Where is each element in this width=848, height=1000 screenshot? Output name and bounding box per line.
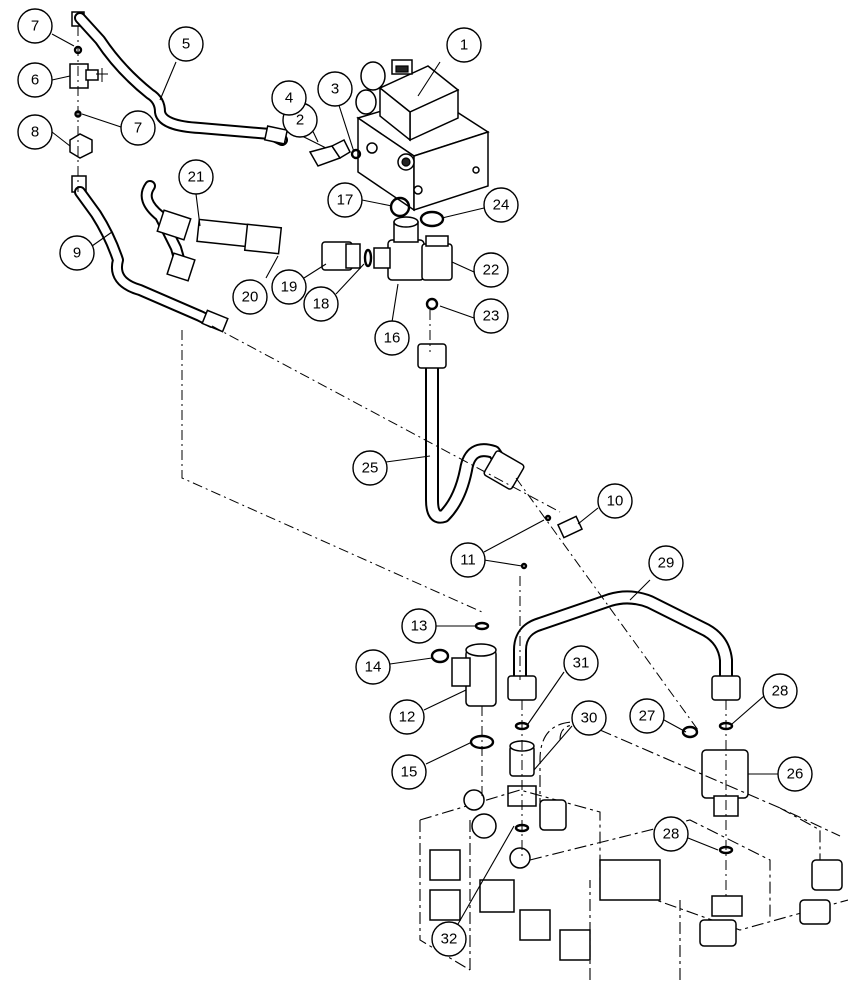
callout-label-13: 13	[411, 618, 428, 635]
callout-label-8: 8	[31, 124, 39, 141]
callout-label-14: 14	[365, 659, 382, 676]
elbow-fitting-12	[430, 621, 497, 750]
callout-label-31: 31	[573, 655, 590, 672]
callout-26: 26	[777, 756, 813, 792]
callout-label-25: 25	[362, 460, 379, 477]
callout-label-23: 23	[483, 308, 500, 325]
callout-label-10: 10	[607, 493, 624, 510]
tube-25	[417, 343, 584, 570]
callout-30: 30	[571, 700, 607, 736]
callout-25: 25	[352, 450, 388, 486]
callout-27: 27	[629, 698, 665, 734]
callout-19: 19	[271, 269, 307, 305]
elbow-fitting-2	[308, 138, 362, 167]
callout-label-21: 21	[188, 169, 205, 186]
callout-20: 20	[232, 279, 268, 315]
callout-label-15: 15	[401, 764, 418, 781]
callout-label-28b: 28	[663, 826, 680, 843]
callout-label-12: 12	[399, 709, 416, 726]
callout-11: 11	[450, 542, 486, 578]
callout-21: 21	[178, 159, 214, 195]
callout-label-3: 3	[331, 81, 339, 98]
callout-7-middle: 7	[120, 110, 156, 146]
callout-28-upper: 28	[762, 673, 798, 709]
callout-12: 12	[389, 699, 425, 735]
callout-24: 24	[483, 187, 519, 223]
fitting-18-19-20	[321, 241, 373, 271]
callout-label-20: 20	[242, 289, 259, 306]
callout-label-29: 29	[658, 555, 675, 572]
callout-label-5: 5	[182, 36, 190, 53]
control-valve-bank	[419, 721, 848, 980]
callout-label-9: 9	[73, 245, 81, 262]
callout-5: 5	[168, 26, 204, 62]
hose-21	[140, 180, 283, 282]
callout-label-18: 18	[313, 296, 330, 313]
callout-1: 1	[446, 27, 482, 63]
callout-18: 18	[303, 286, 339, 322]
adapter-fitting-22	[419, 210, 453, 311]
callout-label-30: 30	[581, 710, 598, 727]
callout-label-4: 4	[285, 90, 293, 107]
callout-label-28a: 28	[772, 683, 789, 700]
callout-label-22: 22	[483, 262, 500, 279]
callout-label-1: 1	[460, 37, 468, 54]
callout-label-7b: 7	[134, 120, 142, 137]
callout-label-19: 19	[281, 279, 298, 296]
callout-10: 10	[597, 483, 633, 519]
center-lines	[77, 26, 727, 900]
callout-29: 29	[648, 545, 684, 581]
hose-5	[74, 12, 289, 146]
tee-fitting-16	[373, 196, 425, 281]
callout-label-32: 32	[441, 931, 458, 948]
callout-9: 9	[59, 235, 95, 271]
callout-3: 3	[317, 71, 353, 107]
callout-23: 23	[473, 298, 509, 334]
callout-8: 8	[17, 114, 53, 150]
hose-9	[74, 186, 229, 333]
solenoid-valve-block	[355, 59, 490, 212]
tube-29	[507, 590, 741, 701]
callout-17: 17	[327, 182, 363, 218]
callout-label-24: 24	[493, 197, 510, 214]
leader-lines	[51, 33, 778, 925]
callout-31: 31	[563, 645, 599, 681]
callout-28-lower: 28	[653, 816, 689, 852]
callout-label-2: 2	[296, 112, 304, 129]
callout-4: 4	[271, 80, 307, 116]
callout-label-26: 26	[787, 766, 804, 783]
callout-7-top: 7	[17, 8, 53, 44]
callout-label-16: 16	[384, 330, 401, 347]
callout-16: 16	[374, 320, 410, 356]
callout-14: 14	[355, 649, 391, 685]
callout-label-27: 27	[639, 708, 656, 725]
callout-label-7a: 7	[31, 18, 39, 35]
callout-15: 15	[391, 754, 427, 790]
callout-32: 32	[431, 921, 467, 957]
callout-label-17: 17	[337, 192, 354, 209]
callout-label-6: 6	[31, 72, 39, 89]
callout-22: 22	[473, 252, 509, 288]
callout-13: 13	[401, 608, 437, 644]
callout-6: 6	[17, 62, 53, 98]
callout-label-11: 11	[460, 552, 476, 569]
